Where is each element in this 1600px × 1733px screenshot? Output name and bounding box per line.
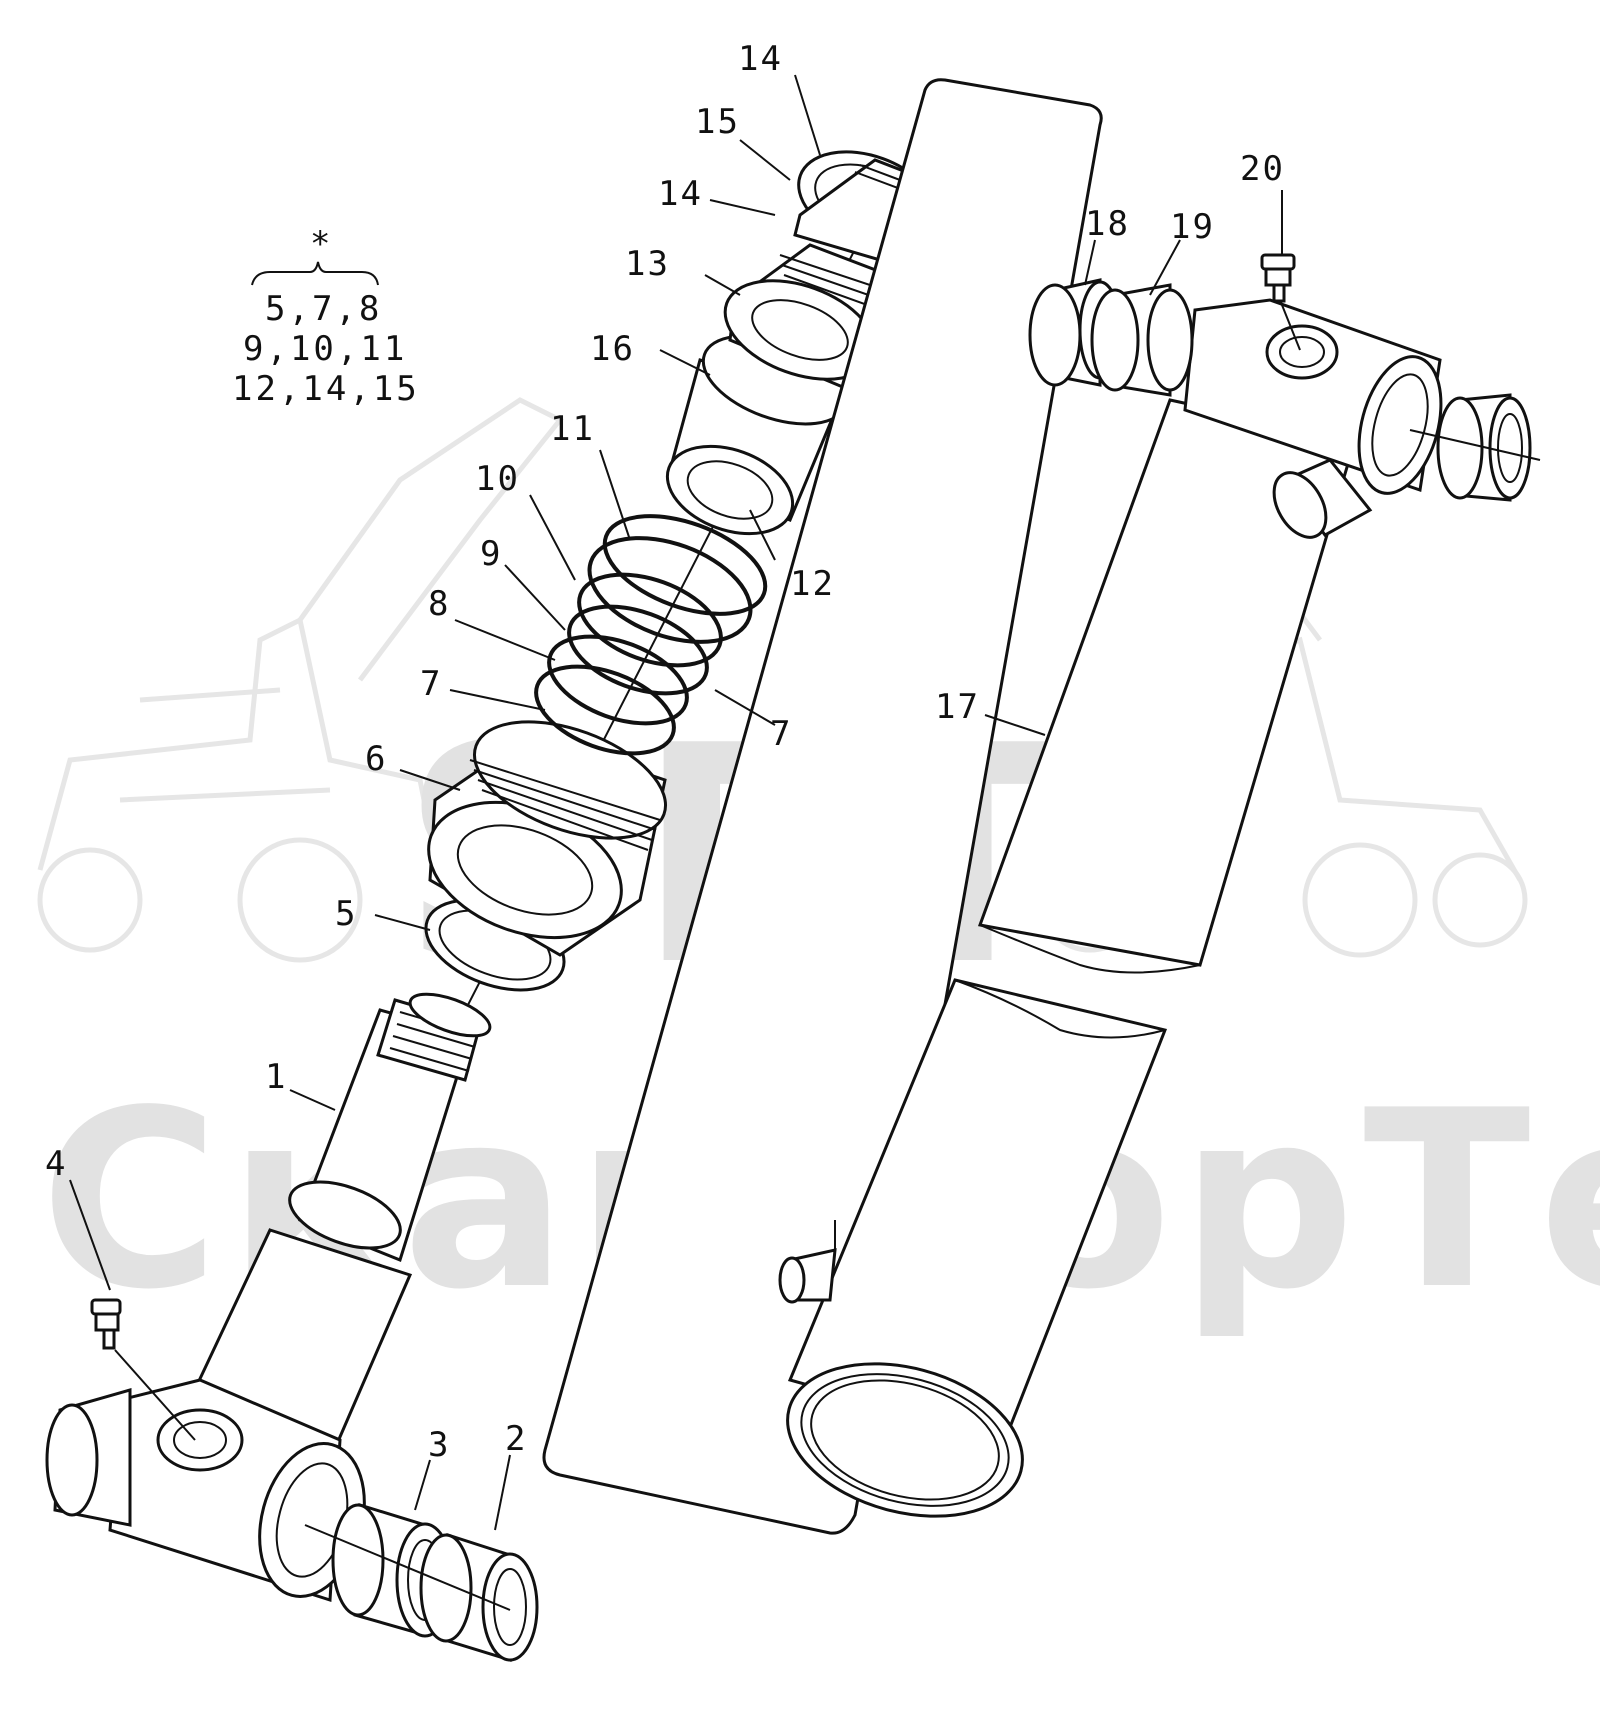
- legend-line-3: 12,14,15: [232, 369, 420, 409]
- rod-grease-boss: [156, 1408, 244, 1472]
- callout-16: 16: [590, 329, 635, 369]
- grease-fitting-rod: [90, 1298, 196, 1441]
- callout-leaders: [69, 74, 1283, 1531]
- callout-7a: 7: [420, 664, 442, 704]
- callout-17: 17: [935, 687, 980, 727]
- ring-10: [587, 536, 753, 644]
- callout-13: 13: [625, 244, 670, 284]
- bushing-19: [1090, 283, 1194, 397]
- callout-3: 3: [428, 1425, 450, 1465]
- callout-2: 2: [505, 1419, 527, 1459]
- callout-12: 12: [790, 564, 835, 604]
- tube-outline-plate: [542, 78, 1103, 1535]
- tube-eye-bore: [1357, 355, 1443, 495]
- bushing-right: [1409, 393, 1541, 502]
- legend-brace: [251, 261, 379, 286]
- ring-11: [602, 514, 768, 616]
- callout-7b: 7: [770, 714, 792, 754]
- piston-rod-end: [288, 1180, 402, 1250]
- callout-10: 10: [475, 459, 520, 499]
- cylinder-head-13: [723, 243, 917, 392]
- callout-1: 1: [265, 1057, 287, 1097]
- callout-8: 8: [428, 584, 450, 624]
- kit-legend: * 5,7,8 9,10,11 12,14,15: [232, 224, 420, 409]
- callout-15: 15: [695, 102, 740, 142]
- ring-8: [547, 634, 689, 726]
- grease-fitting-tube: [1260, 253, 1301, 351]
- watermark-tractor-left: [37, 397, 564, 963]
- callout-14a: 14: [738, 39, 783, 79]
- callout-labels: 1 2 3 4 5 6 7 7 8 9 10 11 12 13 14 14 15…: [45, 39, 1285, 1465]
- callout-6: 6: [365, 739, 387, 779]
- callout-9: 9: [480, 534, 502, 574]
- callout-19: 19: [1170, 207, 1215, 247]
- callout-18: 18: [1085, 204, 1130, 244]
- callout-5: 5: [335, 894, 357, 934]
- legend-line-1: 5,7,8: [265, 289, 382, 329]
- tube-grease-boss: [1265, 324, 1339, 380]
- ring-7a: [534, 664, 676, 756]
- callout-4: 4: [45, 1144, 67, 1184]
- rod-assembly: [45, 150, 942, 1663]
- tube-assembly: [542, 78, 1541, 1535]
- callout-20: 20: [1240, 149, 1285, 189]
- ring-9: [577, 572, 723, 668]
- legend-line-2: 9,10,11: [243, 329, 407, 369]
- callout-11: 11: [550, 409, 595, 449]
- callout-14b: 14: [658, 174, 703, 214]
- ring-7b: [567, 604, 709, 696]
- tube-bore-end: [786, 1362, 1024, 1518]
- legend-asterisk: *: [310, 224, 333, 264]
- rod-tip: [408, 992, 492, 1038]
